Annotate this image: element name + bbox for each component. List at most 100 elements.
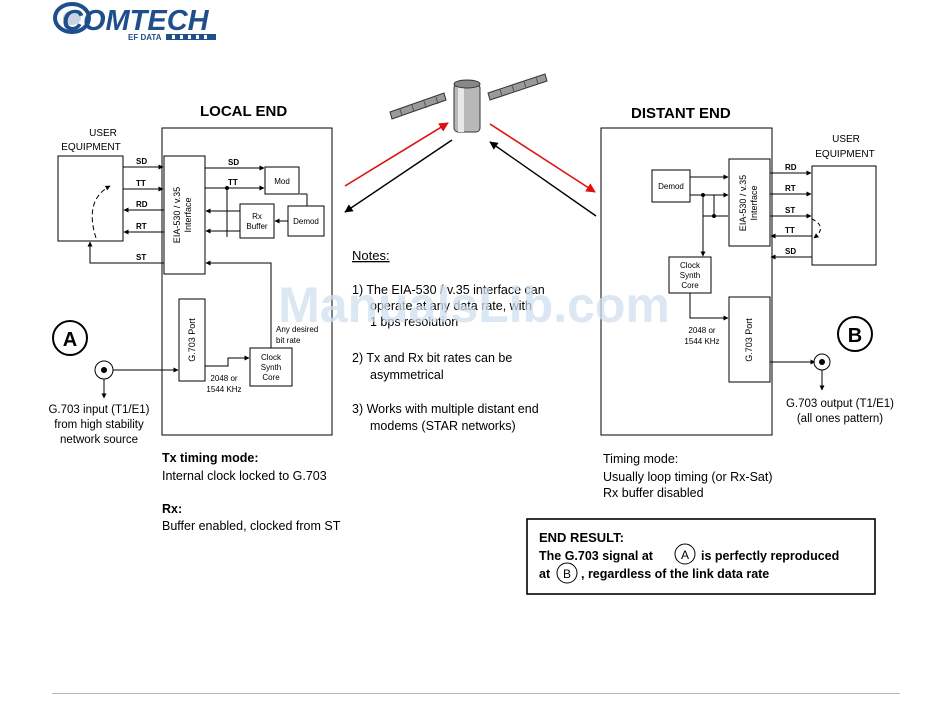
distant-user-label-2: EQUIPMENT — [815, 149, 874, 160]
local-rx-text: Buffer enabled, clocked from ST — [162, 519, 341, 533]
marker-b — [837, 316, 873, 352]
comtech-logo: COMTECH EF DATA — [53, 2, 216, 42]
local-int-sd: SD — [228, 158, 239, 167]
distant-downlink-arrow — [489, 123, 596, 193]
note-1-line-1: 1) The EIA-530 / v.35 interface can — [352, 283, 545, 297]
note-3-line-2: modems (STAR networks) — [370, 419, 516, 433]
distant-g703-block: G.703 Port — [728, 296, 771, 383]
local-user-label-2: EQUIPMENT — [61, 142, 120, 153]
local-tx-text: Internal clock locked to G.703 — [162, 469, 327, 483]
local-user-label-1: USER — [89, 128, 117, 139]
local-mod-block: Mod SD TT — [205, 158, 300, 237]
distant-clock-block: Clock Synth Core 2048 or 1544 KHz — [668, 256, 729, 346]
distant-mode-line-2: Rx buffer disabled — [603, 486, 704, 500]
local-freq-1: 2048 or — [210, 374, 237, 383]
local-end-heading: LOCAL END — [200, 103, 287, 120]
distant-end-heading: DISTANT END — [631, 105, 731, 122]
distant-clock-3: Core — [681, 281, 699, 290]
distant-output-caption-1: G.703 output (T1/E1) — [786, 398, 894, 410]
notes-title: Notes: — [352, 248, 390, 263]
local-modem-box — [161, 127, 333, 436]
local-mod-label: Mod — [274, 177, 290, 186]
distant-modem-box — [600, 127, 773, 436]
end-result-box: END RESULT: The G.703 signal at A is per… — [526, 518, 876, 595]
local-input-caption-3: network source — [60, 434, 138, 446]
end-result-title: END RESULT: — [539, 530, 624, 545]
end-result-marker-a-label: A — [681, 548, 689, 562]
local-clock-3: Core — [262, 373, 280, 382]
footer-divider — [52, 693, 900, 694]
local-rx-title: Rx: — [162, 502, 182, 516]
distant-user-label-1: USER — [832, 134, 860, 145]
local-user-equipment: USER EQUIPMENT — [57, 128, 124, 242]
satellite-icon — [389, 73, 548, 133]
distant-signal-rd: RD — [785, 163, 797, 172]
note-2-line-1: 2) Tx and Rx bit rates can be — [352, 351, 512, 365]
local-timing-modes: Tx timing mode: Internal clock locked to… — [162, 451, 341, 533]
logo-sub: EF DATA — [128, 33, 162, 42]
end-result-line1-before: The G.703 signal at — [539, 549, 654, 563]
local-demod-label: Demod — [293, 217, 319, 226]
local-downlink-arrow — [344, 139, 453, 213]
distant-mode-line-1: Usually loop timing (or Rx-Sat) — [603, 470, 773, 484]
local-rx-path: Rx Buffer Demod — [205, 193, 325, 239]
local-clock-block: Clock Synth Core 2048 or 1544 KHz Any de… — [205, 260, 318, 394]
local-any-rate-2: bit rate — [276, 336, 301, 345]
distant-signal-st: ST — [785, 206, 795, 215]
end-result-line2-before: at — [539, 567, 551, 581]
local-tx-title: Tx timing mode: — [162, 451, 259, 465]
distant-demod-label: Demod — [658, 182, 684, 191]
distant-signal-sd: SD — [785, 247, 796, 256]
distant-signal-tt: TT — [785, 226, 795, 235]
distant-demod-block: Demod — [651, 169, 691, 203]
marker-a — [52, 320, 88, 356]
distant-signal-rt: RT — [785, 184, 796, 193]
local-interface-block: EIA-530 / v.35 Interface — [163, 155, 206, 275]
local-any-rate-1: Any desired — [276, 325, 318, 334]
distant-uplink-arrow — [489, 141, 597, 217]
distant-user-equipment: USER EQUIPMENT — [811, 134, 877, 266]
local-clock-2: Synth — [261, 363, 281, 372]
end-result-marker-a — [674, 543, 696, 565]
local-interface-label-2: Interface — [183, 197, 193, 232]
local-signal-sd: SD — [136, 157, 147, 166]
local-signal-tt: TT — [136, 179, 146, 188]
local-signal-rt: RT — [136, 222, 147, 231]
local-clock-1: Clock — [261, 353, 282, 362]
distant-g703-label: G.703 Port — [744, 318, 754, 362]
local-int-tt: TT — [228, 178, 238, 187]
distant-internal-lines — [690, 174, 729, 257]
note-2-line-2: asymmetrical — [370, 368, 444, 382]
note-3-line-1: 3) Works with multiple distant end — [352, 402, 539, 416]
distant-timing-modes: Timing mode: Usually loop timing (or Rx-… — [603, 452, 773, 500]
distant-g703-output: B G.703 output (T1/E1) (all ones pattern… — [770, 316, 894, 425]
local-signal-rd: RD — [136, 200, 148, 209]
local-rx-buffer-1: Rx — [252, 212, 262, 221]
end-result-line1-after: is perfectly reproduced — [701, 549, 839, 563]
local-signals: SD TT RD RT ST — [87, 157, 164, 264]
note-1-line-2: operate at any data rate, with — [370, 299, 532, 313]
end-result-line2-after: , regardless of the link data rate — [581, 567, 769, 581]
local-g703-input: A G.703 input (T1/E1) from high stabilit… — [49, 320, 179, 446]
local-signal-st: ST — [136, 253, 146, 262]
distant-interface-label-2: Interface — [749, 185, 759, 220]
end-result-marker-b — [556, 562, 578, 584]
distant-output-caption-2: (all ones pattern) — [797, 413, 883, 425]
local-freq-2: 1544 KHz — [206, 385, 241, 394]
local-input-caption-1: G.703 input (T1/E1) — [49, 404, 150, 416]
distant-clock-1: Clock — [680, 261, 701, 270]
distant-interface-block: EIA-530 / v.35 Interface — [728, 158, 771, 247]
distant-signals: RD RT ST TT SD — [770, 163, 812, 260]
marker-b-label: B — [848, 325, 862, 347]
end-result-marker-b-label: B — [563, 567, 571, 581]
local-g703-label: G.703 Port — [187, 318, 197, 362]
note-1-line-3: 1 bps resolution — [370, 315, 458, 329]
marker-a-label: A — [63, 329, 77, 351]
local-interface-label-1: EIA-530 / v.35 — [172, 187, 182, 243]
notes-section: Notes: 1) The EIA-530 / v.35 interface c… — [352, 248, 545, 433]
local-rx-buffer-2: Buffer — [246, 222, 268, 231]
distant-freq-2: 1544 KHz — [684, 337, 719, 346]
logo-brand: COMTECH — [62, 5, 210, 37]
distant-clock-2: Synth — [680, 271, 700, 280]
